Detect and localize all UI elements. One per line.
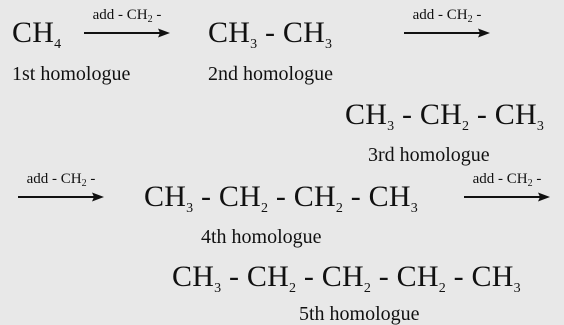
step-label: add - CH2 - xyxy=(412,7,482,25)
formula-1st-homologue: CH4 xyxy=(12,16,62,52)
step-arrow-3: add - CH2 - xyxy=(16,171,106,207)
right-arrow-icon xyxy=(18,192,104,202)
right-arrow-icon xyxy=(464,192,550,202)
right-arrow-icon xyxy=(404,28,490,38)
right-arrow-icon xyxy=(84,28,170,38)
label-2nd-homologue: 2nd homologue xyxy=(208,63,333,85)
label-1st-homologue: 1st homologue xyxy=(12,63,131,85)
formula-3rd-homologue: CH3 - CH2 - CH3 xyxy=(345,98,545,134)
label-5th-homologue: 5th homologue xyxy=(299,303,420,325)
label-4th-homologue: 4th homologue xyxy=(201,226,322,248)
formula-4th-homologue: CH3 - CH2 - CH2 - CH3 xyxy=(144,180,418,216)
step-label: add - CH2 - xyxy=(92,7,162,25)
step-label: add - CH2 - xyxy=(472,171,542,189)
step-arrow-4: add - CH2 - xyxy=(462,171,552,207)
formula-2nd-homologue: CH3 - CH3 xyxy=(208,16,333,52)
step-arrow-2: add - CH2 - xyxy=(402,7,492,43)
formula-5th-homologue: CH3 - CH2 - CH2 - CH2 - CH3 xyxy=(172,260,521,296)
label-3rd-homologue: 3rd homologue xyxy=(368,144,490,166)
step-arrow-1: add - CH2 - xyxy=(82,7,172,43)
step-label: add - CH2 - xyxy=(26,171,96,189)
